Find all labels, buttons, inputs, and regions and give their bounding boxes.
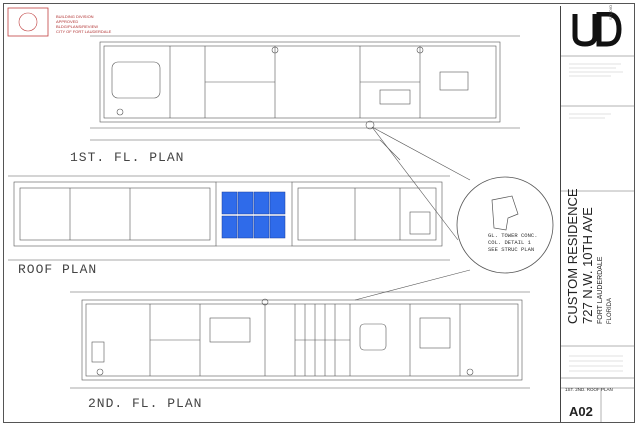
detail-leader-line: [354, 269, 471, 301]
sheet-name: 1ST. 2ND. ROOF PLAN: [565, 387, 613, 392]
project-state: FLORIDA: [607, 297, 613, 324]
project-title-line-2: 727 N.W. 10TH AVE: [580, 207, 595, 324]
stamp-line-1: BUILDING DIVISION: [56, 14, 94, 19]
stamp-line-4: CITY OF FORT LAUDERDALE: [56, 29, 112, 34]
roof-plan-title: ROOF PLAN: [18, 262, 98, 277]
detail-note-line-3: SEE STRUC PLAN: [488, 246, 535, 253]
title-block: STUDIO: [560, 5, 635, 422]
stamp-box: [7, 7, 49, 37]
approval-stamp: BUILDING DIVISION APPROVED BLDG/PLANS/RE…: [56, 14, 111, 34]
solar-panel: [221, 191, 238, 215]
stamp-line-3: BLDG/PLANS/REVIEW: [56, 24, 99, 29]
studio-logo-icon: [572, 12, 622, 47]
column-marker: [116, 108, 124, 116]
solar-panel: [269, 215, 286, 239]
detail-leader-line: [371, 126, 471, 181]
solar-panel: [237, 191, 254, 215]
column-marker: [271, 46, 279, 54]
column-marker: [365, 120, 375, 130]
first-floor-plan-title: 1ST. FL. PLAN: [70, 150, 185, 165]
solar-panel: [253, 191, 270, 215]
project-title-line-1: CUSTOM RESIDENCE: [565, 188, 580, 324]
solar-panel: [221, 215, 238, 239]
column-marker: [466, 368, 474, 376]
roof-plan-outline: [8, 175, 450, 261]
first-floor-plan-outline: [90, 35, 520, 161]
approval-stamp-graphic: [7, 7, 49, 37]
stamp-line-2: APPROVED: [56, 19, 79, 24]
sheet-border: [3, 3, 635, 423]
detail-note-line-1: GL. TOWER CONC.: [488, 232, 538, 239]
column-marker: [261, 298, 269, 306]
tower-column-outline: [491, 195, 519, 231]
detail-note: GL. TOWER CONC. COL. DETAIL 1 SEE STRUC …: [488, 232, 538, 253]
column-marker: [96, 368, 104, 376]
solar-panel: [269, 191, 286, 215]
solar-panel: [237, 215, 254, 239]
floor-plans-drawing: [8, 35, 554, 389]
stamp-seal-icon: [18, 12, 38, 32]
sheet-number: A02: [569, 404, 593, 419]
second-floor-plan-outline: [70, 291, 530, 389]
title-block-lines: [561, 55, 635, 422]
detail-leader-line: [371, 126, 459, 241]
detail-callout-circle: [456, 176, 554, 274]
project-city: FORT LAUDERDALE: [597, 256, 604, 324]
detail-note-line-2: COL. DETAIL 1: [488, 239, 531, 246]
solar-panel-array: [221, 191, 286, 239]
second-floor-plan-title: 2ND. FL. PLAN: [88, 396, 203, 411]
column-marker: [416, 46, 424, 54]
solar-panel: [253, 215, 270, 239]
